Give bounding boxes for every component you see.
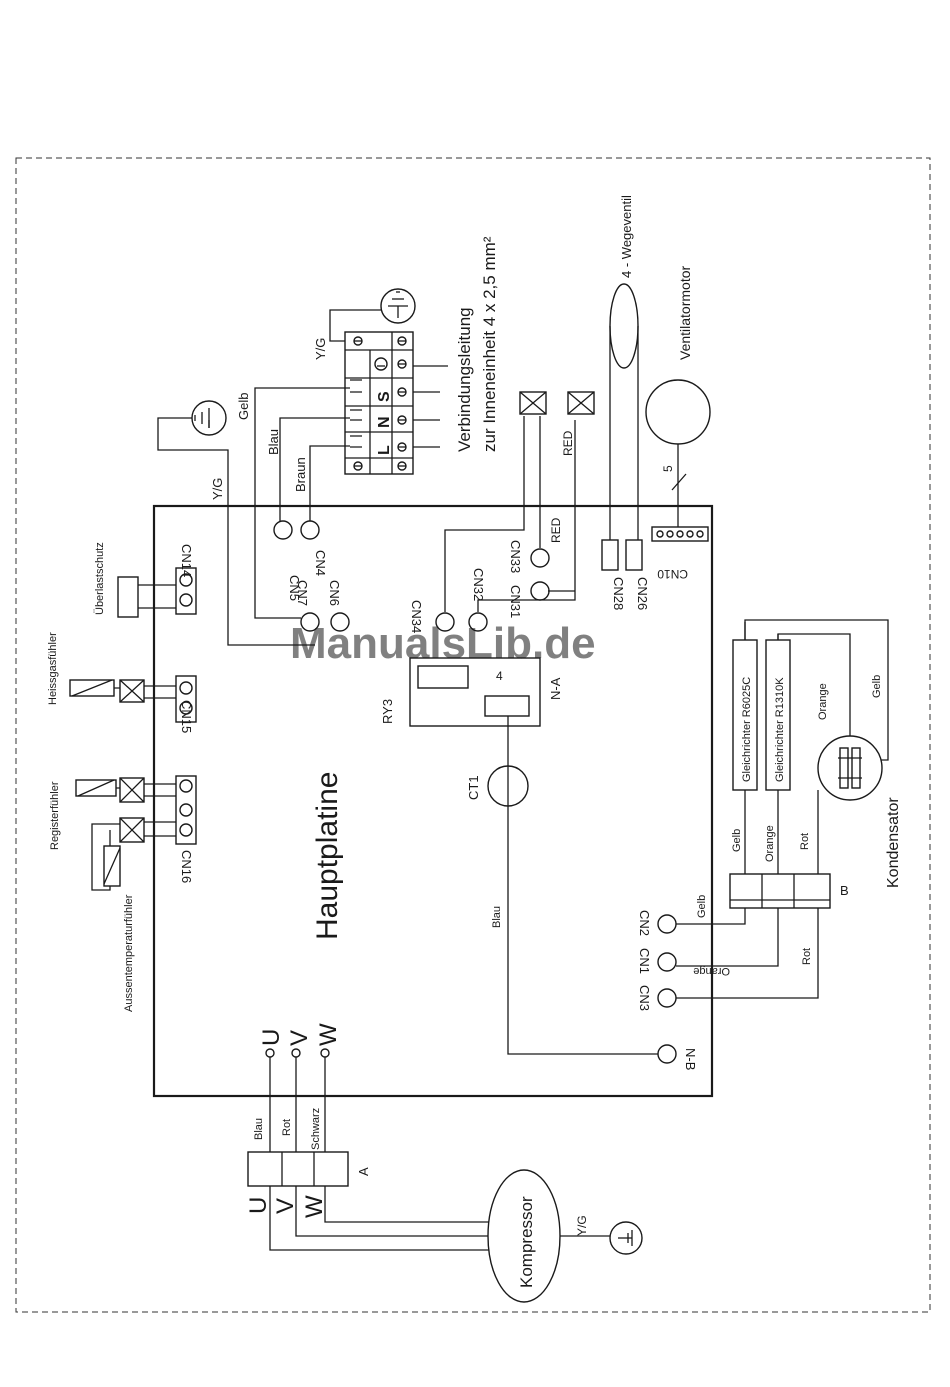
red-valve: RED [561, 430, 575, 456]
valve-label: 4 - Wegeventil [619, 195, 634, 278]
cn4-connector [300, 520, 320, 540]
terminal-b-label: B [840, 883, 849, 898]
cn5-connector [273, 520, 293, 540]
b-orange: Orange [764, 825, 776, 862]
cn3-wire: Rot [801, 948, 813, 965]
cn1-wire: Orange [693, 965, 730, 977]
cn26-label: CN26 [635, 577, 650, 610]
board-w: W [315, 1023, 342, 1046]
fan-label: Ventilatormotor [677, 266, 693, 360]
ct-wire-label: Blau [491, 906, 503, 928]
fan-motor-icon [645, 379, 711, 445]
cn7-label: CN7 [295, 580, 310, 606]
terminal-s: S [376, 391, 393, 402]
overload-label: Überlastschutz [94, 542, 106, 615]
wire-blau: Blau [266, 429, 281, 455]
outer-frame [15, 157, 931, 1313]
cn33-label: CN33 [508, 540, 523, 573]
cn3-connector [657, 988, 677, 1008]
cn1-connector [657, 952, 677, 972]
screw-icon [353, 336, 407, 471]
cn28-label: CN28 [611, 577, 626, 610]
cable-label-1: Verbindungsleitung [455, 307, 474, 452]
ct1-label: CT1 [466, 775, 481, 800]
yg-left: Y/G [210, 478, 225, 500]
cn31-connector [530, 581, 550, 601]
comp-v: V [272, 1198, 299, 1214]
b-rot: Rot [799, 833, 811, 850]
comp-w: W [301, 1195, 328, 1218]
yg-compressor: Y/G [575, 1215, 589, 1236]
wire-rot-v: Rot [281, 1119, 293, 1136]
main-board [152, 504, 714, 1098]
ground-icon [609, 1221, 643, 1255]
cn6-connector [330, 612, 350, 632]
fan-wires: 5 [661, 465, 675, 472]
wire-schwarz-w: Schwarz [310, 1108, 322, 1150]
cn6-label: CN6 [327, 580, 342, 606]
comp-u: U [245, 1197, 272, 1214]
cn33-connector [530, 548, 550, 568]
cn1-label: CN1 [637, 948, 652, 974]
rectifier1-label: Gleichrichter R6025C [741, 677, 753, 782]
cn28-connector [601, 539, 619, 571]
hotgas-label: Heissgasfühler [47, 632, 59, 705]
cn7-connector [300, 612, 320, 632]
yg-terminal: Y/G [313, 338, 328, 360]
board-u: U [258, 1029, 285, 1046]
outdoor-label: Aussentemperaturfühler [123, 894, 135, 1012]
cn26-connector [625, 539, 643, 571]
valve-coil-icon [609, 283, 639, 369]
cn34-label: CN34 [409, 600, 424, 633]
board-v: V [286, 1030, 313, 1046]
terminal-a-label: A [356, 1167, 371, 1176]
watermark: ManualsLib.de [290, 619, 596, 668]
red-cn33: RED [549, 517, 563, 543]
capacitor-icon [817, 735, 883, 801]
capacitor-label: Kondensator [885, 797, 902, 888]
rectifier-r6025c [732, 639, 758, 791]
wire-gelb: Gelb [236, 393, 251, 420]
cn31-label: CN31 [508, 585, 523, 618]
ground-icon [191, 400, 227, 436]
cable-label-2: zur Inneneinheit 4 x 2,5 mm² [480, 236, 499, 452]
cn4-label: CN4 [313, 550, 328, 576]
cap-orange: Orange [817, 683, 829, 720]
cn2-wire: Gelb [696, 895, 708, 918]
cap-gelb: Gelb [871, 675, 883, 698]
ground-icon [380, 288, 416, 324]
cn16-label: CN16 [179, 850, 194, 883]
b-gelb: Gelb [731, 829, 743, 852]
overload-protector-icon [117, 576, 139, 618]
nb-connector [657, 1044, 677, 1064]
rectifier2-label: Gleichrichter R1310K [774, 677, 786, 782]
rectifier-r1310k [765, 639, 791, 791]
wire-braun: Braun [293, 457, 308, 492]
cn2-label: CN2 [637, 910, 652, 936]
wire-blau-u: Blau [253, 1118, 265, 1140]
nb-label: N-B [683, 1048, 698, 1070]
cn32-connector [468, 612, 488, 632]
terminal-block: L N S [344, 331, 414, 475]
cn10-label: CN10 [657, 567, 688, 581]
relay-number: 4 [496, 669, 503, 683]
cn34-connector [435, 612, 455, 632]
na-label: N-A [548, 677, 563, 700]
terminal-a [247, 1151, 349, 1187]
compressor-label: Kompressor [517, 1196, 536, 1288]
cn32-label: CN32 [471, 568, 486, 601]
cn2-connector [657, 914, 677, 934]
register-label: Registerfühler [49, 781, 61, 850]
board-title: Hauptplatine [311, 772, 344, 940]
terminal-l: L [376, 445, 393, 455]
cn15-label: CN15 [179, 700, 194, 733]
cn3-label: CN3 [637, 985, 652, 1011]
terminal-n: N [376, 416, 393, 428]
cn14-label: CN14 [179, 544, 194, 577]
ry3-label: RY3 [380, 699, 395, 724]
cn5-label: CN5 [287, 575, 302, 601]
terminal-b [729, 873, 831, 909]
